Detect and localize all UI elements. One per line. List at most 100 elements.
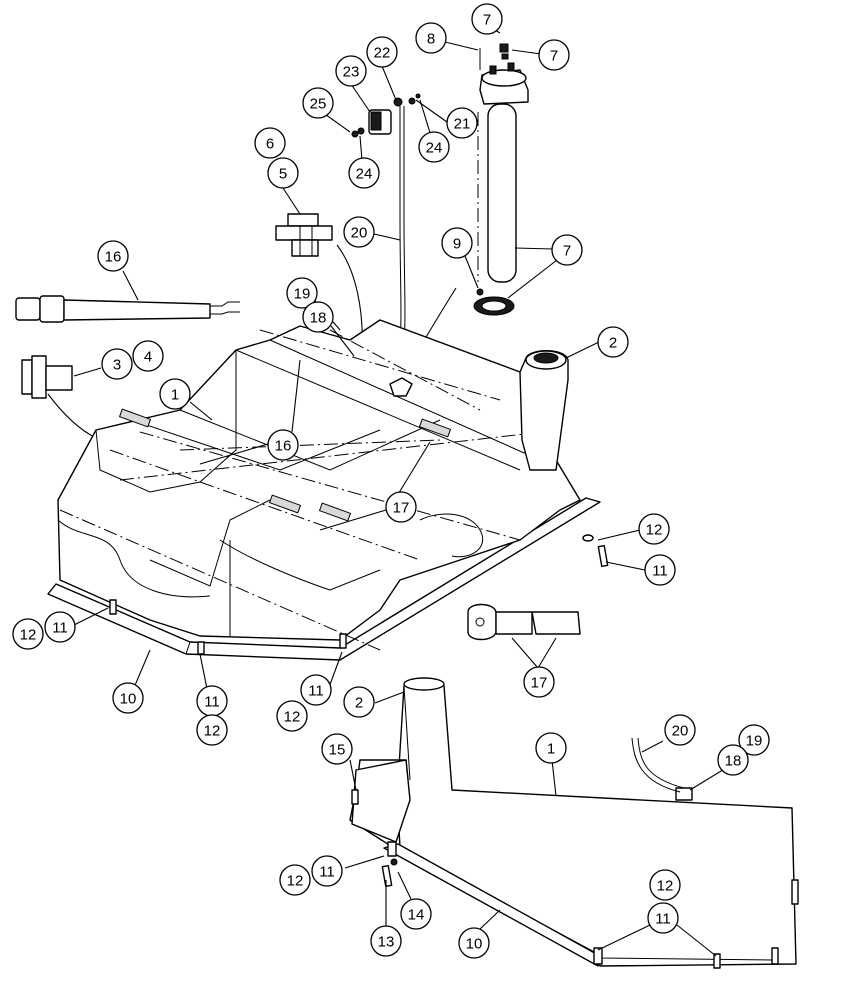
callout-label: 12 [204,723,221,740]
callout-label: 14 [408,907,425,924]
callout-11: 11 [647,902,679,934]
callout-12: 12 [196,714,228,746]
callout-9: 9 [441,227,473,259]
callout-label: 6 [266,136,274,153]
callout-18: 18 [302,301,334,333]
callout-label: 10 [120,691,137,708]
callout-label: 8 [427,31,435,48]
callout-label: 15 [329,742,346,759]
callout-circle [441,227,473,259]
callout-circle [538,39,570,71]
callout-circle [112,682,144,714]
callout-label: 13 [378,934,395,951]
callout-circle [523,666,555,698]
callout-circle [335,55,367,87]
callout-circle [370,925,402,957]
callout-circle [321,733,353,765]
callout-label: 5 [279,166,287,183]
callout-circle [267,429,299,461]
callout-circle [446,107,478,139]
callout-label: 7 [550,48,558,65]
callout-label: 4 [144,349,152,366]
callout-label: 10 [466,936,483,953]
callout-circle [302,87,334,119]
callout-17: 17 [523,666,555,698]
callout-label: 17 [531,675,548,692]
callout-circle [302,301,334,333]
callout-7: 7 [538,39,570,71]
callout-circle [12,618,44,650]
tank-strap [15,295,240,323]
callout-label: 16 [105,249,122,266]
callout-label: 3 [113,357,121,374]
callout-label: 12 [657,878,674,895]
callout-7: 7 [551,234,583,266]
callout-circle [738,724,770,756]
callout-11: 11 [644,554,676,586]
callout-14: 14 [400,898,432,930]
callout-8: 8 [415,22,447,54]
fuel-tank-side-view [349,677,799,969]
callout-circle [638,513,670,545]
callout-label: 11 [308,683,324,700]
callout-label: 11 [655,911,671,928]
callout-label: 1 [171,387,179,404]
callout-3: 3 [101,348,133,380]
callout-11: 11 [196,685,228,717]
callout-label: 23 [343,64,360,81]
callout-label: 7 [483,12,491,29]
callout-label: 9 [453,236,461,253]
callout-circle [366,36,398,68]
callout-label: 11 [319,864,335,881]
callout-circle [458,927,490,959]
callout-16: 16 [97,240,129,272]
callout-label: 24 [426,140,443,157]
callout-circle [132,340,164,372]
callout-label: 2 [609,335,617,352]
callout-label: 17 [393,500,410,517]
callout-12: 12 [638,513,670,545]
callout-circle [343,216,375,248]
callout-circle [254,127,286,159]
callout-label: 20 [672,723,689,740]
callout-circle [286,277,318,309]
callout-10: 10 [112,682,144,714]
callout-circle [415,22,447,54]
callout-circle [535,732,567,764]
callout-circle [97,240,129,272]
callout-label: 11 [52,620,68,637]
callout-label: 16 [275,438,292,455]
callout-12: 12 [279,864,311,896]
callout-label: 2 [355,695,363,712]
callout-12: 12 [12,618,44,650]
callout-circle [276,700,308,732]
callout-label: 24 [356,166,373,183]
callout-label: 25 [310,96,327,113]
callout-label: 1 [547,741,555,758]
breather-cap [21,355,97,439]
callout-label: 7 [563,243,571,260]
callout-circle [644,554,676,586]
callout-label: 19 [746,733,763,750]
callout-1: 1 [535,732,567,764]
callout-20: 20 [664,714,696,746]
filler-adapter [275,213,333,257]
callout-22: 22 [366,36,398,68]
fuel-sender-assembly [473,43,529,316]
callout-2: 2 [597,326,629,358]
callout-circle [649,869,681,901]
callout-label: 18 [310,310,327,327]
callout-11: 11 [300,674,332,706]
callout-label: 21 [454,116,471,133]
callout-circle [664,714,696,746]
callout-18: 18 [717,744,749,776]
callout-19: 19 [738,724,770,756]
callout-circle [311,855,343,887]
callout-5: 5 [267,157,299,189]
callout-label: 19 [294,286,311,303]
callout-16: 16 [267,429,299,461]
callout-circle [267,157,299,189]
callout-circle [551,234,583,266]
callout-label: 12 [646,522,663,539]
